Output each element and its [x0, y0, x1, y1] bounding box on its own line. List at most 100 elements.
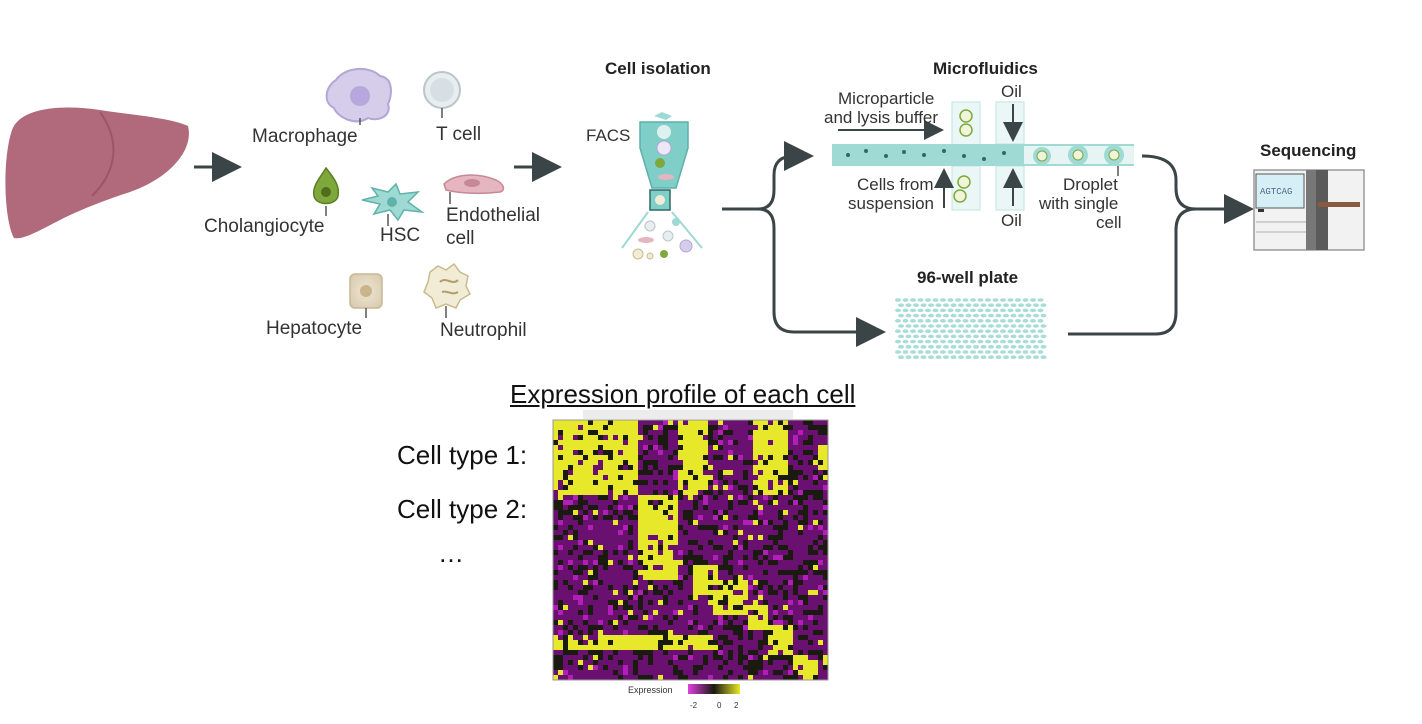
heatmap-cell: [793, 475, 799, 481]
heatmap-cell: [773, 655, 779, 661]
heatmap-cell: [643, 645, 649, 651]
heatmap-cell: [758, 430, 764, 436]
heatmap-cell: [728, 635, 734, 641]
heatmap-cell: [608, 460, 614, 466]
hepatocyte-label: Hepatocyte: [266, 318, 363, 339]
heatmap-cell: [788, 470, 794, 476]
heatmap-cell: [763, 575, 769, 581]
heatmap-cell: [598, 565, 604, 571]
heatmap-cell: [558, 675, 564, 681]
heatmap-cell: [588, 640, 594, 646]
heatmap-cell: [753, 625, 759, 631]
heatmap-cell: [743, 590, 749, 596]
heatmap-cell: [823, 510, 829, 516]
heatmap-cell: [788, 645, 794, 651]
well-dot: [1040, 324, 1047, 328]
heatmap-cell: [673, 595, 679, 601]
heatmap-cell: [783, 465, 789, 471]
heatmap-cell: [728, 670, 734, 676]
heatmap-cell: [573, 440, 579, 446]
heatmap-cell: [603, 435, 609, 441]
heatmap-cell: [758, 440, 764, 446]
well-dot: [1003, 313, 1009, 318]
heatmap-cell: [673, 465, 679, 471]
heatmap-cell: [663, 425, 669, 431]
heatmap-cell: [753, 465, 759, 471]
heatmap-cell: [628, 560, 634, 566]
heatmap-cell: [558, 445, 564, 451]
heatmap-cell: [563, 515, 569, 521]
heatmap-cell: [608, 490, 614, 496]
cholangiocyte-label: Cholangiocyte: [204, 216, 325, 237]
well-dot: [958, 303, 964, 308]
heatmap-cell: [578, 610, 584, 616]
heatmap-cell: [763, 505, 769, 511]
heatmap-cell: [788, 625, 794, 631]
heatmap-cell: [738, 485, 744, 491]
well-dot: [905, 324, 912, 328]
heatmap-cell: [743, 465, 749, 471]
heatmap-cell: [698, 605, 704, 611]
heatmap-cell: [688, 555, 694, 561]
heatmap-cell: [733, 600, 739, 606]
well-dot: [980, 355, 987, 360]
heatmap-cell: [753, 635, 759, 641]
well-dot: [920, 303, 927, 308]
heatmap-cell: [778, 660, 784, 666]
heatmap-cell: [723, 440, 729, 446]
well-dot: [1037, 298, 1044, 302]
heatmap-cell: [743, 595, 749, 601]
well-dot: [1025, 313, 1032, 318]
heatmap-cell: [633, 440, 639, 446]
heatmap-cell: [718, 440, 724, 446]
heatmap-cell: [768, 670, 774, 676]
heatmap-cell: [768, 565, 774, 571]
heatmap-cell: [723, 565, 729, 571]
well-dot: [1037, 350, 1044, 354]
heatmap-cell: [663, 645, 669, 651]
heatmap-cell: [683, 670, 689, 676]
heatmap-cell: [708, 535, 714, 541]
heatmap-cell: [708, 565, 714, 571]
heatmap-cell: [628, 625, 634, 631]
heatmap-cell: [598, 545, 604, 551]
heatmap-cell: [803, 560, 809, 566]
heatmap-cell: [673, 485, 679, 491]
heatmap-cell: [643, 490, 649, 496]
heatmap-cell: [758, 480, 764, 486]
heatmap-cell: [728, 580, 734, 586]
heatmap-cell: [803, 645, 809, 651]
heatmap-cell: [763, 615, 769, 621]
heatmap-cell: [738, 570, 744, 576]
heatmap-cell: [648, 640, 654, 646]
heatmap-cell: [603, 655, 609, 661]
heatmap-cell: [718, 665, 724, 671]
heatmap-cell: [683, 440, 689, 446]
heatmap-cell: [568, 635, 574, 641]
heatmap-cell: [583, 515, 589, 521]
heatmap-cell: [723, 525, 729, 531]
heatmap-cell: [648, 575, 654, 581]
heatmap-cell: [733, 590, 739, 596]
heatmap-cell: [708, 420, 714, 426]
heatmap-cell: [558, 540, 564, 546]
well-dot: [910, 339, 916, 344]
heatmap-cell: [803, 500, 809, 506]
heatmap-cell: [703, 645, 709, 651]
heatmap-cell: [588, 520, 594, 526]
heatmap-cell: [668, 580, 674, 586]
heatmap-cell: [588, 630, 594, 636]
heatmap-cell: [658, 560, 664, 566]
heatmap-cell: [753, 575, 759, 581]
well-dot: [925, 308, 931, 313]
heatmap-cell: [753, 455, 759, 461]
heatmap-cell: [798, 420, 804, 426]
heatmap-cell: [743, 490, 749, 496]
heatmap-cell: [733, 490, 739, 496]
heatmap-cell: [583, 475, 589, 481]
heatmap-cell: [678, 580, 684, 586]
heatmap-cell: [608, 445, 614, 451]
heatmap-cell: [613, 470, 619, 476]
heatmap-cell: [623, 565, 629, 571]
heatmap-cell: [633, 570, 639, 576]
